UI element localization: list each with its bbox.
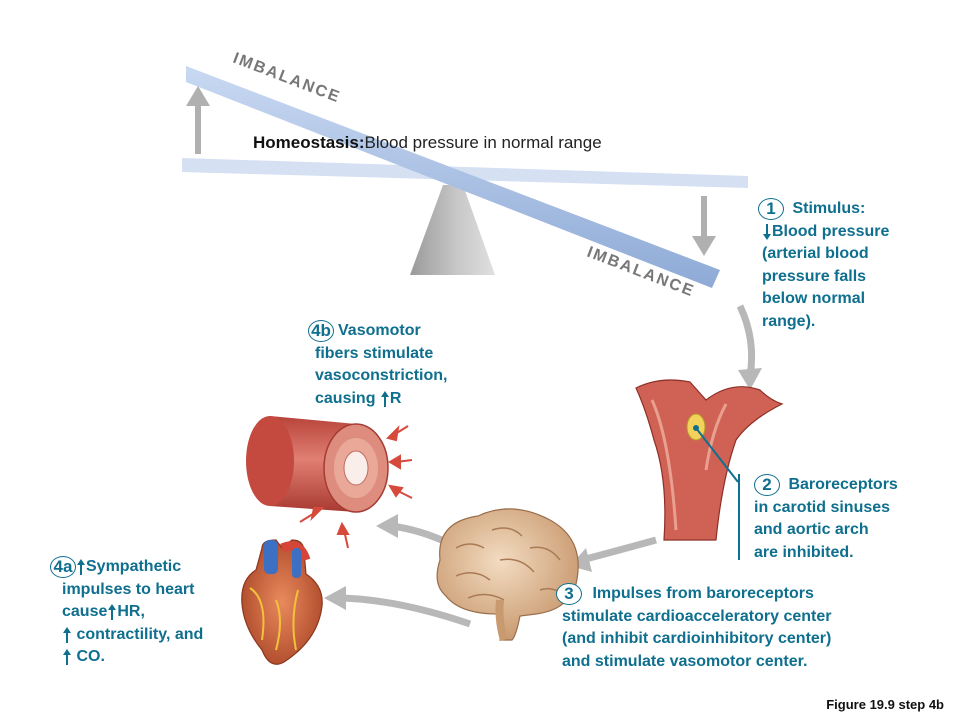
blood-vessel-tube-illustration (246, 416, 389, 513)
step4a-line-2: impulses to heart (62, 580, 195, 598)
up-arrow-icon (63, 626, 71, 643)
step1-title: Stimulus: (792, 200, 866, 218)
step2-line-2: in carotid sinuses (754, 498, 891, 516)
step1-number-badge: 1 (758, 198, 784, 220)
step4a-line-1: Sympathetic (86, 558, 182, 576)
flow-arrow-brain-to-tube (376, 514, 448, 546)
step3-line-4: and stimulate vasomotor center. (562, 652, 808, 670)
step4b-line-3: vasoconstriction, (315, 367, 448, 385)
step2-baroreceptor-block: 2 Baroreceptors in carotid sinuses and a… (754, 474, 898, 564)
step2-line-4: are inhibited. (754, 543, 854, 561)
step1-line-4: below normal (762, 290, 866, 308)
step3-line-2: stimulate cardioacceleratory center (562, 607, 832, 625)
step2-number-badge: 2 (754, 474, 780, 496)
up-arrow-icon (380, 390, 389, 407)
step1-line-2: (arterial blood (762, 245, 869, 263)
step4b-line-1: Vasomotor (338, 322, 421, 340)
flow-arrow-stimulus-to-vessel (736, 304, 762, 390)
step1-line-3: pressure falls (762, 267, 867, 285)
flow-arrow-brain-to-heart (324, 586, 472, 628)
up-arrow-icon (108, 604, 117, 620)
step4b-line-2: fibers stimulate (315, 344, 434, 362)
step1-stimulus-block: 1 Stimulus: Blood pressure (arterial blo… (758, 198, 889, 333)
up-arrow-icon (77, 559, 85, 575)
up-arrow-icon (63, 649, 71, 665)
step4a-heart-block: 4a Sympathetic impulses to heart cause HR,… (50, 556, 203, 669)
up-arrow-icon (186, 86, 210, 154)
step2-line-1: Baroreceptors (788, 476, 898, 494)
step1-line-1: Blood pressure (772, 222, 890, 240)
step4b-number-badge: 4b (308, 320, 334, 342)
step3-brain-block: 3 Impulses from baroreceptors stimulate … (556, 583, 831, 673)
step2-line-3: and aortic arch (754, 521, 869, 539)
seesaw-fulcrum (410, 185, 495, 275)
homeostasis-heading-text: Blood pressure in normal range (364, 133, 602, 152)
down-arrow-icon (692, 196, 716, 256)
step3-line-3: (and inhibit cardioinhibitory center) (562, 630, 832, 648)
step4a-line-6: CO. (76, 648, 105, 666)
step4a-line-5: contractility, and (76, 625, 204, 643)
step4a-line-4: HR, (117, 603, 145, 621)
step4b-line-5: R (389, 389, 402, 407)
flow-arrow-vessel-to-brain (570, 536, 657, 572)
homeostasis-heading-bold: Homeostasis: (253, 133, 365, 152)
step4a-number-badge: 4a (50, 556, 76, 578)
step1-line-5: range). (762, 312, 816, 330)
step4b-line-4: causing (315, 389, 376, 407)
carotid-artery-illustration (635, 379, 784, 541)
figure-caption: Figure 19.9 step 4b (826, 697, 944, 712)
down-arrow-icon (763, 223, 771, 240)
brain-illustration (436, 508, 579, 642)
homeostasis-heading: Homeostasis:Blood pressure in normal ran… (253, 133, 602, 153)
step3-line-1: Impulses from baroreceptors (592, 585, 814, 603)
step3-number-badge: 3 (556, 583, 582, 605)
seesaw-tilted-beam (186, 66, 720, 288)
step4a-line-3: cause (62, 603, 108, 621)
heart-illustration (241, 539, 323, 665)
constriction-arrows (299, 425, 413, 549)
step2-bracket-line (738, 474, 740, 560)
